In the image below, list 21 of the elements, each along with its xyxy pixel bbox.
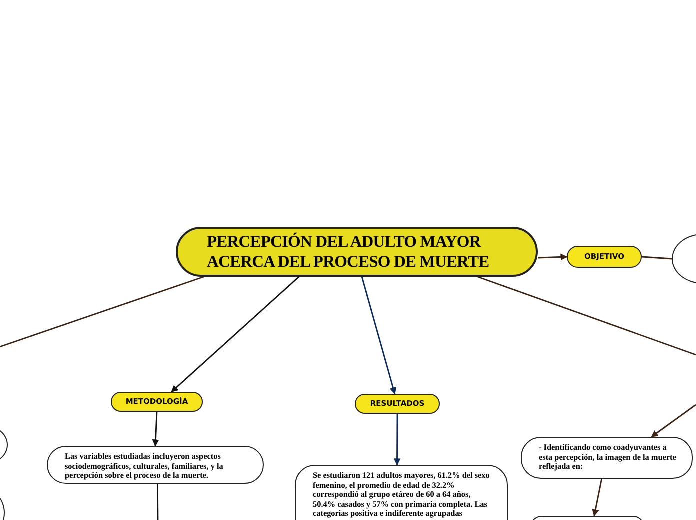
connector-line xyxy=(361,276,397,395)
body-text: Las variables estudiadas incluyeron aspectos sociodemográficos, culturales, familiares, y la percepción sobre el proceso de la muerte. xyxy=(65,452,224,481)
title-pill xyxy=(176,227,538,277)
body-text: Se estudiaron 121 adultos mayores, 61.2% del sexo femenino, el promedio de edad de 32.2% correspondió al grupo etáreo de 60 a 64 años, 50.4% casados y 57% con primaria completa. Las categorias positiva e indiferente agrupadas xyxy=(313,471,491,519)
body-text: - Identificando como coadyuvantes a esta percepción, la imagen de la muerte reflejada en: xyxy=(539,443,678,472)
topic-pill xyxy=(355,394,440,414)
connector-line xyxy=(478,276,696,356)
text-pill xyxy=(521,437,693,479)
connector-line xyxy=(152,412,160,447)
topic-pill xyxy=(567,246,642,268)
connector-line xyxy=(642,256,672,260)
connector-line xyxy=(538,254,568,261)
connector-line xyxy=(592,478,603,517)
connector-line xyxy=(394,414,401,466)
title-text: PERCEPCIÓN DEL ADULTO MAYOR ACERCA DEL PROCESO DE MUERTE xyxy=(207,232,490,272)
connector-line xyxy=(651,404,696,438)
connector-line xyxy=(171,276,300,393)
text-pill xyxy=(47,446,264,484)
connector-line xyxy=(156,484,159,520)
topic-pill xyxy=(111,392,203,412)
connector-line xyxy=(0,276,204,348)
